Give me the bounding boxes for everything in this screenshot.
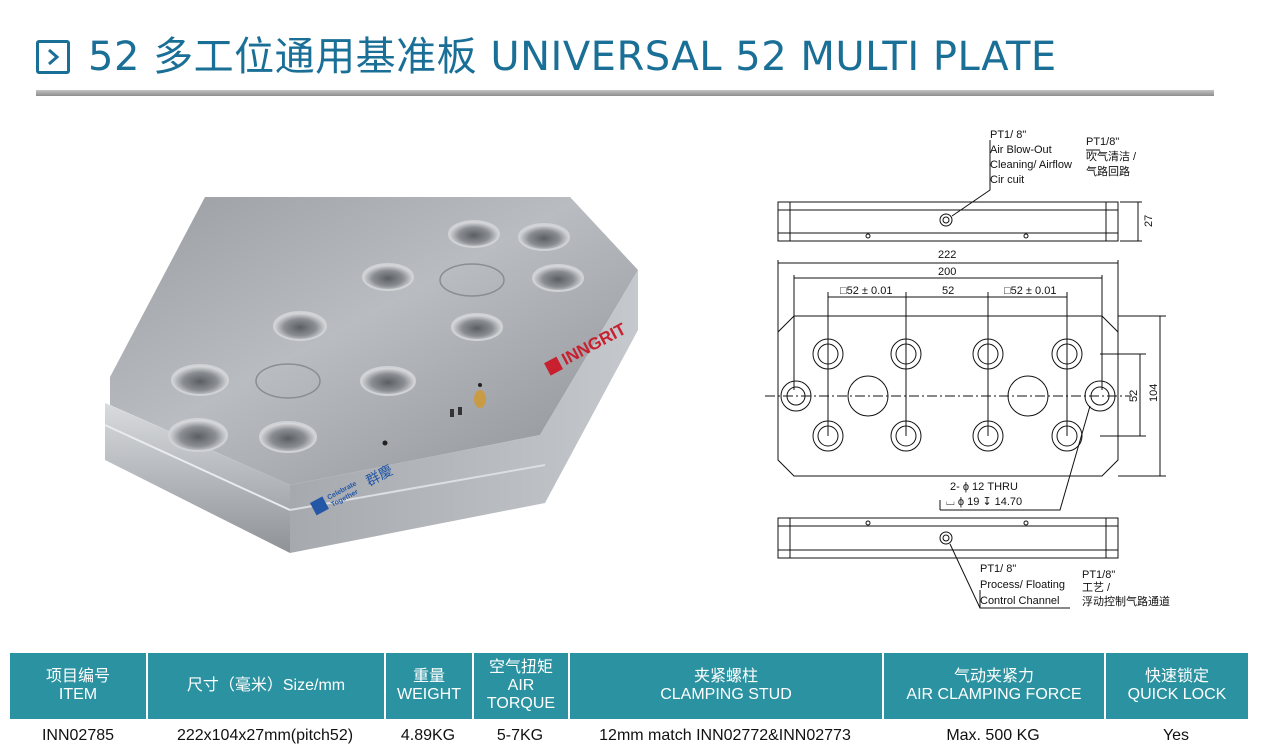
bottom-callout-en-3: Control Channel	[980, 595, 1060, 607]
top-callout-en-2: Air Blow-Out	[990, 144, 1052, 156]
bottom-callout-en-2: Process/ Floating	[980, 579, 1065, 591]
bottom-callout-cn-3: 浮动控制气路通道	[1082, 594, 1170, 608]
top-callout-cn-1: PT1/8"	[1086, 136, 1119, 148]
dim-overall-length: 222	[938, 249, 956, 261]
cell-air-clamping-force: Max. 500 KG	[946, 727, 1040, 744]
spec-table: 项目编号 ITEM 尺寸（毫米）Size/mm 重量 WEIGHT 空气扭矩 A…	[10, 653, 1248, 753]
thru-note-2: ⌴ ϕ 19 ↧ 14.70	[946, 496, 1022, 508]
dim-right-pitch: □52 ± 0.01	[1004, 285, 1056, 297]
table-row: INN02785 222x104x27mm(pitch52) 4.89KG 5-…	[10, 719, 1248, 753]
product-photo: INNGRIT Celebrate Together 群慶	[100, 185, 680, 560]
bottom-callout-cn-1: PT1/8"	[1082, 569, 1115, 581]
top-callout-cn-2: 吹气清洁 /	[1086, 149, 1137, 163]
cell-item: INN02785	[41, 727, 115, 744]
cell-air-torque: 5-7KG	[496, 727, 544, 744]
header-size: 尺寸（毫米）Size/mm	[146, 653, 384, 719]
header-divider	[36, 90, 1214, 96]
top-callout-cn-3: 气路回路	[1086, 164, 1130, 178]
dim-height: 27	[1143, 215, 1155, 227]
header-item: 项目编号 ITEM	[10, 653, 146, 719]
page-title: 52 多工位通用基准板 UNIVERSAL 52 MULTI PLATE	[88, 34, 1057, 80]
dim-row-pitch: 52	[1128, 390, 1140, 402]
dim-hole-span: 200	[938, 266, 956, 278]
header-air-torque: 空气扭矩 AIR TORQUE	[472, 653, 568, 719]
header-quick-lock: 快速锁定 QUICK LOCK	[1104, 653, 1248, 719]
dim-width: 104	[1148, 384, 1160, 402]
table-header-row: 项目编号 ITEM 尺寸（毫米）Size/mm 重量 WEIGHT 空气扭矩 A…	[10, 653, 1248, 719]
thru-note-1: 2- ϕ 12 THRU	[950, 481, 1018, 493]
bottom-callout-cn-2: 工艺 /	[1082, 581, 1111, 594]
dim-center-pitch: 52	[942, 285, 954, 297]
header-clamping-stud: 夹紧螺柱 CLAMPING STUD	[568, 653, 882, 719]
top-callout-en-4: Cir cuit	[990, 174, 1024, 186]
top-callout-en-1: PT1/ 8"	[990, 129, 1026, 141]
cell-clamping-stud: 12mm match INN02772&INN02773	[599, 727, 851, 744]
bottom-callout-en-1: PT1/ 8"	[980, 563, 1016, 575]
header-weight: 重量 WEIGHT	[384, 653, 472, 719]
cell-size: 222x104x27mm(pitch52)	[176, 727, 354, 744]
cell-weight: 4.89KG	[400, 727, 456, 744]
chevron-right-icon	[36, 40, 70, 74]
cell-quick-lock: Yes	[1162, 727, 1190, 744]
top-callout-en-3: Cleaning/ Airflow	[990, 159, 1072, 171]
dim-left-pitch: □52 ± 0.01	[840, 285, 892, 297]
technical-drawing: PT1/ 8" Air Blow-Out Cleaning/ Airflow C…	[760, 120, 1200, 620]
page-header: 52 多工位通用基准板 UNIVERSAL 52 MULTI PLATE	[36, 30, 1216, 92]
header-air-clamping-force: 气动夹紧力 AIR CLAMPING FORCE	[882, 653, 1104, 719]
